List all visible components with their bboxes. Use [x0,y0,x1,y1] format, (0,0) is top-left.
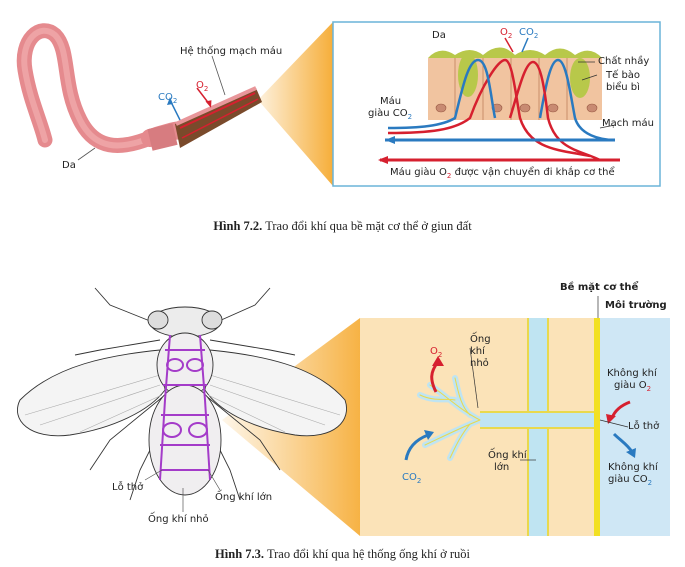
label-ong: Ống [470,334,491,345]
label-co2-inset: CO2 [519,27,539,40]
label-da-worm: Da [62,160,76,171]
label-nho: nhỏ [470,358,489,369]
label-giau-co2-b: giàu CO2 [608,474,653,487]
label-da-inset: Da [432,30,446,41]
label-ong-khi-nho: Ống khí nhỏ [148,514,209,525]
label-giau-co2: giàu CO2 [368,108,413,121]
label-mau: Máu [380,96,402,107]
label-giau-o2: giàu O2 [614,380,652,393]
label-o2-trachea: O2 [430,346,443,359]
fly-illustration [17,287,347,501]
label-bieu-bi: biểu bì [606,82,640,93]
label-chat-nhay: Chất nhầy [598,56,650,67]
label-co2-trachea: CO2 [402,472,422,485]
label-mach-mau: Mạch máu [602,118,654,129]
caption-figure-7-3: Hình 7.3. Trao đổi khí qua hệ thống ống … [215,547,470,561]
label-o2-inset: O2 [500,27,513,40]
label-moi-truong: Môi trường [605,300,667,311]
label-khong-khi-1: Không khí [607,368,657,379]
label-he-thong-mach-mau: Hệ thống mạch máu [180,46,283,57]
label-lo-tho-inset: Lỗ thở [628,421,660,432]
label-khi: khí [470,346,485,357]
skin-inset [332,21,661,187]
caption-figure-7-2: Hình 7.2. Trao đổi khí qua bề mặt cơ thể… [213,219,472,233]
label-lo-tho: Lỗ thở [112,482,144,493]
earthworm-illustration [16,23,262,153]
label-khong-khi-2: Không khí [608,462,658,473]
label-o2-worm: O2 [196,80,209,93]
label-co2-worm: CO2 [158,92,178,105]
zoom-beam [258,22,333,186]
label-ong-khi-lon-b: lớn [494,462,510,473]
label-mau-giau-o2: Máu giàu O2 được vận chuyển đi khắp cơ t… [390,167,615,180]
label-be-mat-co-the: Bề mặt cơ thể [560,282,639,293]
label-ong-khi-lon-a: Ống khí [488,450,527,461]
label-ong-khi-lon: Ống khí lớn [215,492,273,503]
fly-tracheae [159,334,211,481]
trachea-inset [360,296,670,536]
label-te-bao: Tế bào [606,70,641,81]
